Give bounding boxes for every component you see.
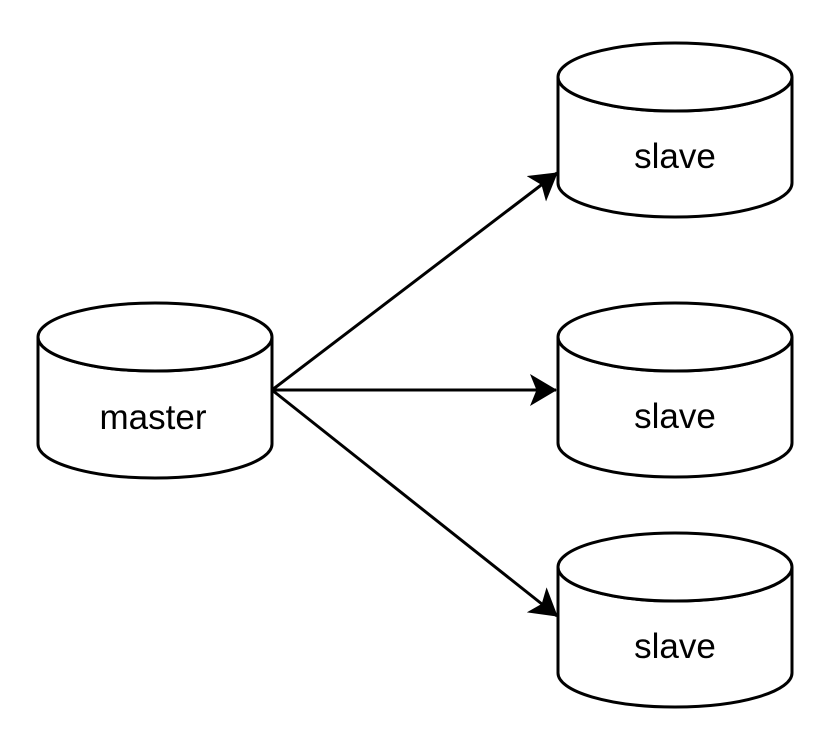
database-cylinder-top-icon [556, 41, 794, 113]
edge-master-to-slave-1 [271, 171, 558, 392]
database-cylinder-top-icon [36, 301, 274, 373]
database-cylinder-top-icon [556, 531, 794, 603]
slave-node-1-label: slave [634, 137, 716, 176]
slave-node-1: slave [556, 41, 794, 219]
edges-group [271, 171, 558, 618]
edge-master-to-slave-3 [271, 388, 558, 618]
master-node: master [36, 301, 274, 480]
slave-node-3: slave [556, 531, 794, 709]
database-cylinder-top-icon [556, 301, 794, 373]
slave-node-2-label: slave [634, 397, 716, 436]
slave-node-3-label: slave [634, 627, 716, 666]
master-node-label: master [100, 398, 207, 437]
slave-node-2: slave [556, 301, 794, 479]
